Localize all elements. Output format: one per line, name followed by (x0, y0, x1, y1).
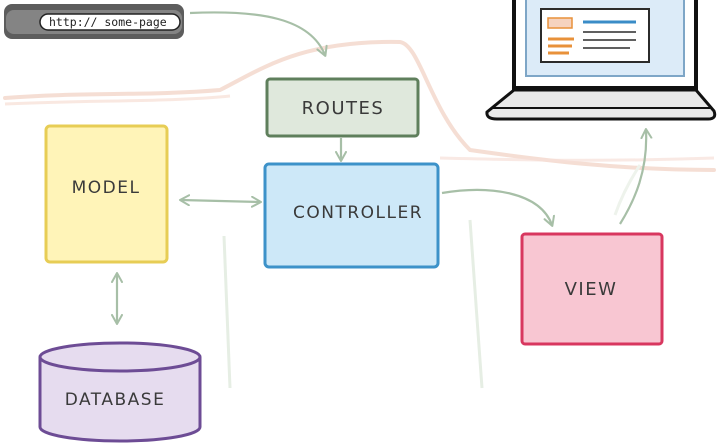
routes-box (265, 77, 420, 138)
address-bar: http:// some-page (4, 4, 184, 39)
address-bar-url: http:// some-page (49, 15, 167, 29)
routes-node: ROUTES (265, 77, 420, 138)
model-label: MODEL (72, 178, 141, 198)
model-node: MODEL (44, 124, 169, 264)
database-body (38, 357, 202, 443)
arrows (111, 11, 653, 325)
database-top (38, 341, 202, 373)
model-box (44, 124, 169, 264)
arrow-model-controller (179, 194, 262, 208)
database-node: DATABASE (38, 341, 202, 443)
arrow-controller-to-view (441, 188, 555, 227)
routes-label: ROUTES (302, 98, 385, 119)
view-box (520, 232, 664, 346)
view-label: VIEW (565, 279, 618, 300)
controller-box (263, 162, 440, 269)
controller-label: CONTROLLER (293, 203, 423, 223)
laptop-base (485, 88, 717, 121)
laptop-icon (485, 0, 717, 121)
background-sketch-lines (3, 39, 716, 389)
view-node: VIEW (520, 232, 664, 346)
database-label: DATABASE (65, 390, 166, 410)
arrow-view-to-laptop (619, 128, 653, 225)
controller-node: CONTROLLER (263, 162, 440, 269)
arrow-url-to-routes (189, 11, 328, 57)
